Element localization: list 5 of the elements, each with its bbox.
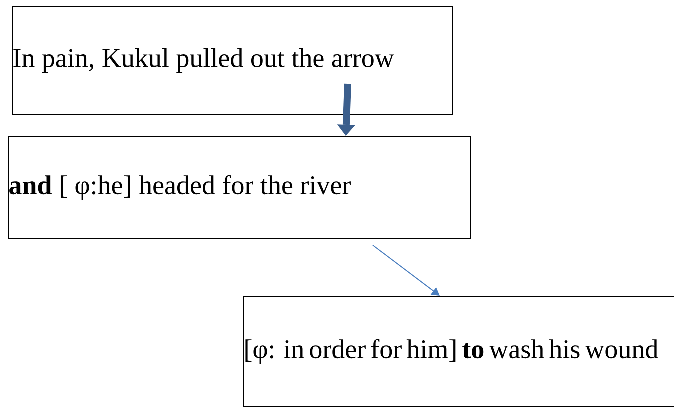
text-box: and [ φ:he] headed for the river <box>8 136 472 240</box>
arrow <box>372 244 440 296</box>
arrow <box>337 84 356 136</box>
text-box: In pain, Kukul pulled out the arrow <box>12 6 454 116</box>
text-box: [φ: in order for him] to wash his wound <box>243 296 674 408</box>
